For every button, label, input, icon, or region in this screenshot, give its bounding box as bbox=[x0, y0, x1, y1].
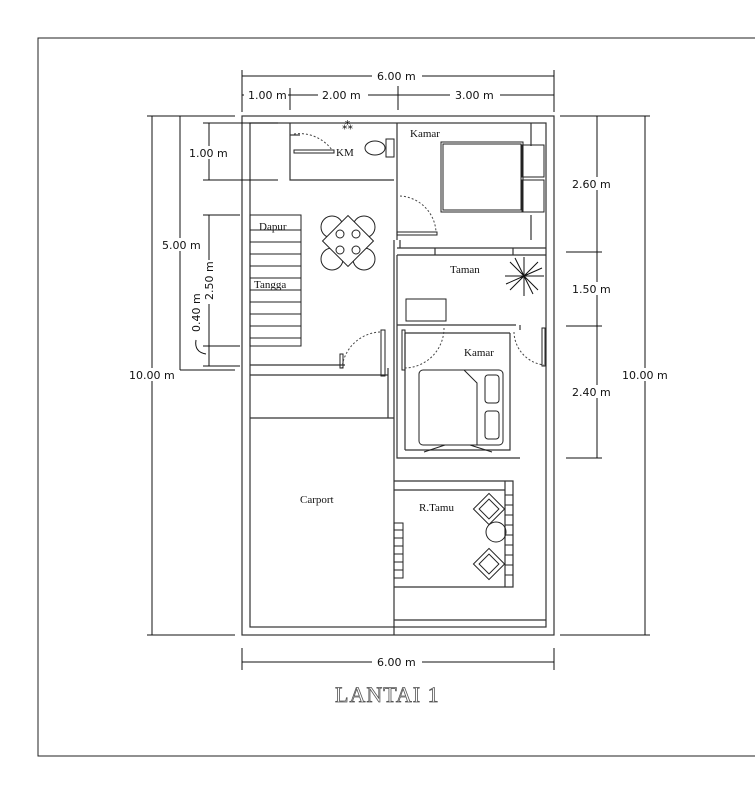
room-label-tangga: Tangga bbox=[254, 279, 286, 291]
dim-left-total: 10.00 m bbox=[129, 369, 175, 382]
dim-left-1m: 1.00 m bbox=[189, 147, 228, 160]
interior-walls bbox=[250, 123, 546, 635]
dim-right-240: 2.40 m bbox=[572, 386, 611, 399]
dim-top-seg2: 2.00 m bbox=[322, 89, 361, 102]
toilet-icon bbox=[364, 138, 395, 158]
dim-top-total: 6.00 m bbox=[377, 70, 416, 83]
bed-icon-2 bbox=[418, 369, 504, 446]
dim-bottom-total: 6.00 m bbox=[377, 656, 416, 669]
dim-top-seg3: 3.00 m bbox=[455, 89, 494, 102]
sofa-icon bbox=[393, 492, 513, 581]
room-label-dapur: Dapur bbox=[259, 221, 287, 233]
room-label-carport: Carport bbox=[300, 494, 334, 506]
shower-icon: ⁂ bbox=[342, 120, 353, 132]
cabinet-icon bbox=[405, 298, 447, 322]
dimension-lines bbox=[147, 70, 650, 670]
dim-right-150: 1.50 m bbox=[572, 283, 611, 296]
dim-left-250: 2.50 m bbox=[203, 261, 216, 300]
room-label-kamar-2: Kamar bbox=[464, 347, 494, 359]
doors bbox=[293, 133, 546, 453]
drawing-frame bbox=[37, 37, 755, 757]
dimension-labels: 6.00 m 1.00 m 2.00 m 3.00 m 6.00 m 10.00… bbox=[128, 69, 670, 669]
dim-right-260: 2.60 m bbox=[572, 178, 611, 191]
room-label-kamar-1: Kamar bbox=[410, 128, 440, 140]
bed-icon bbox=[440, 141, 545, 213]
drawing-title: LANTAI 1 bbox=[335, 682, 440, 707]
dining-table-icon bbox=[320, 214, 376, 271]
dim-left-040: 0.40 m bbox=[190, 293, 203, 332]
room-label-r-tamu: R.Tamu bbox=[419, 502, 454, 514]
dim-right-total: 10.00 m bbox=[622, 369, 668, 382]
tree-icon bbox=[505, 257, 544, 296]
dim-top-seg1: 1.00 m bbox=[248, 89, 287, 102]
room-label-km: KM bbox=[336, 147, 354, 159]
stairs bbox=[249, 214, 302, 347]
room-label-taman: Taman bbox=[450, 264, 480, 276]
dim-left-5m: 5.00 m bbox=[162, 239, 201, 252]
